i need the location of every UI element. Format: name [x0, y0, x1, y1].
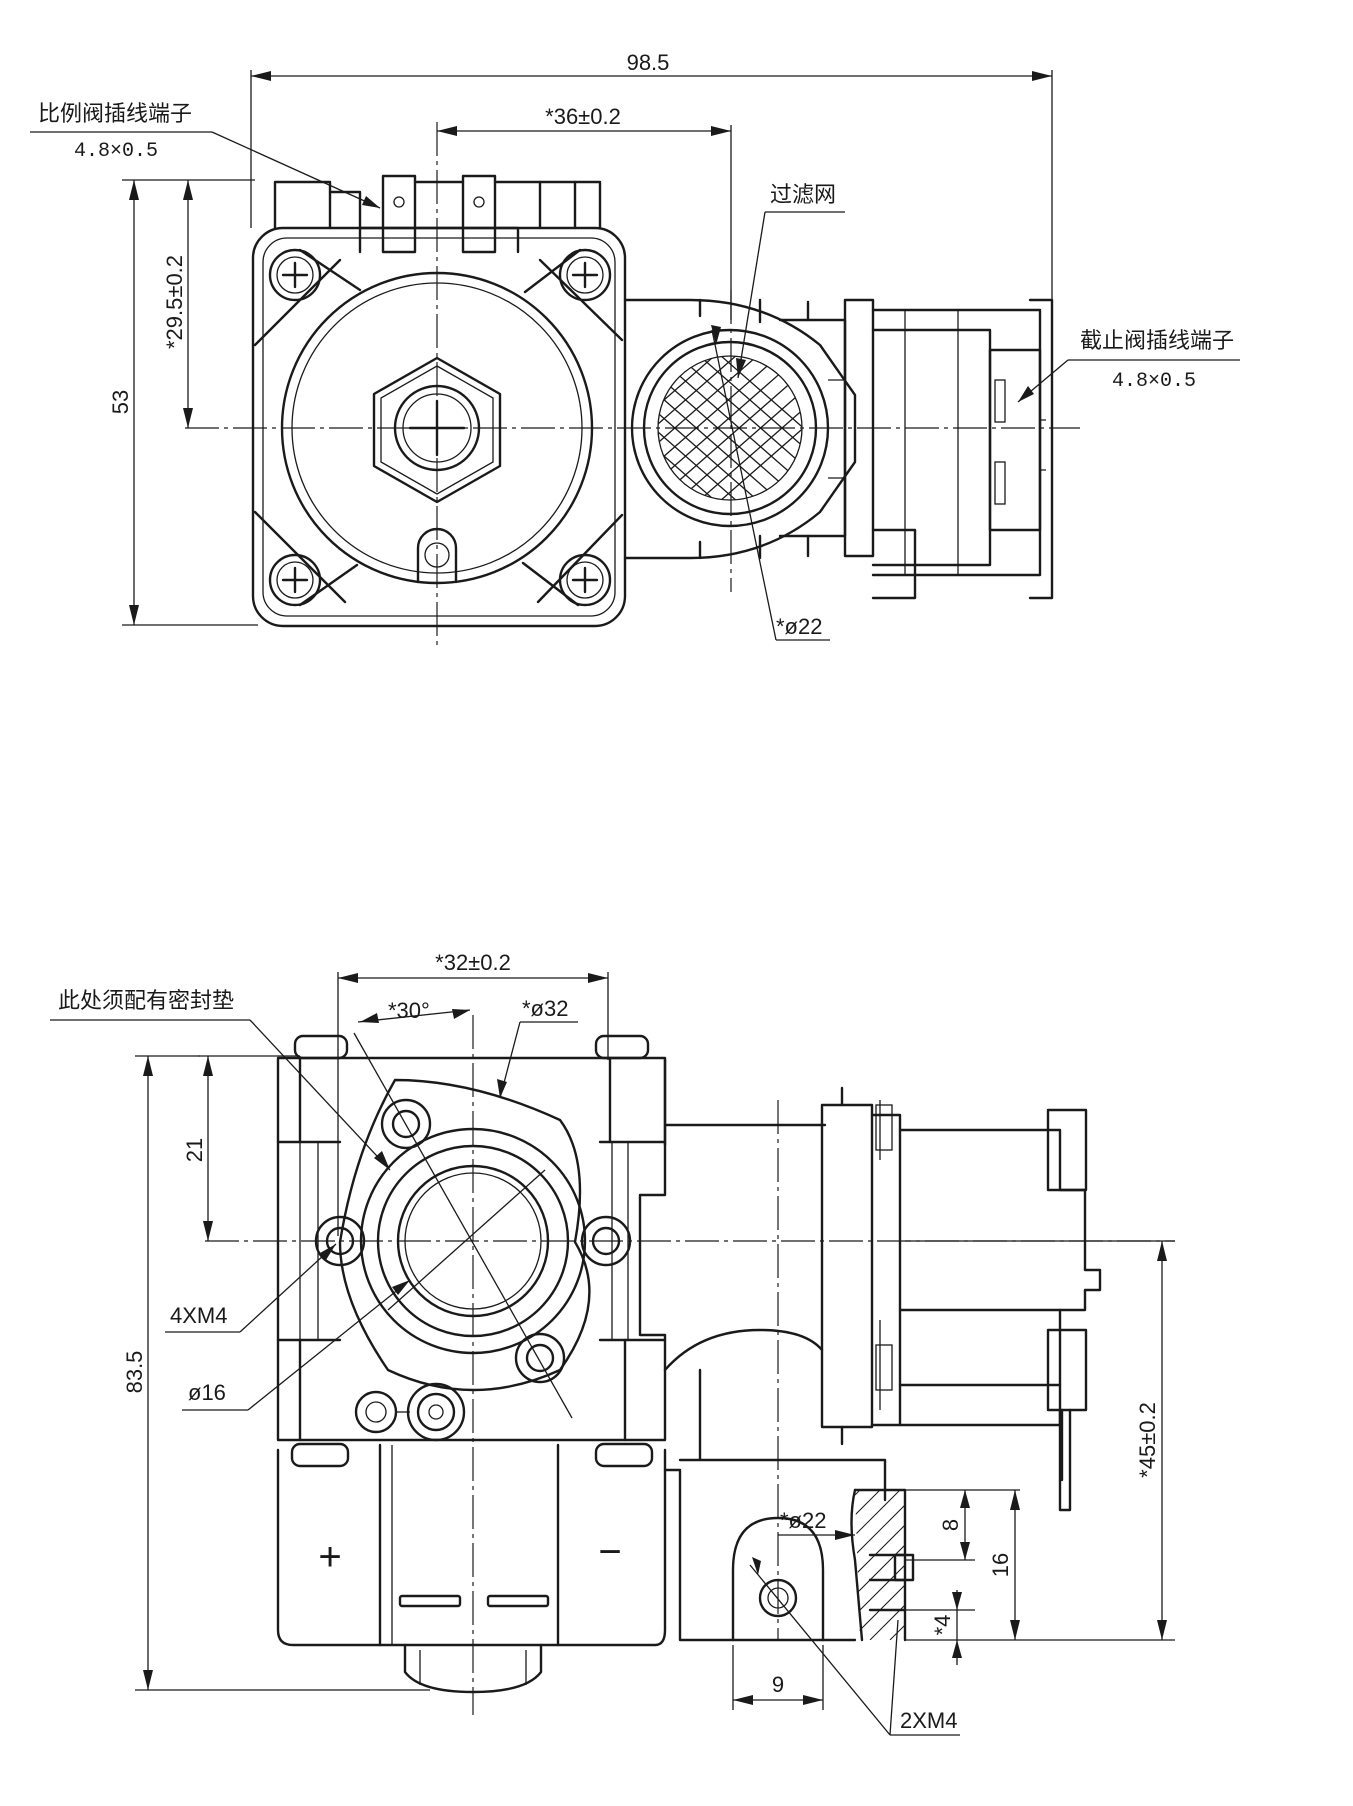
seal-callout: 此处须配有密封垫 [50, 988, 391, 1171]
dim-flange-dia: *ø32 [497, 996, 578, 1099]
dim-filter-dia-text: *ø22 [776, 614, 822, 639]
top-view: 98.5 *36±0.2 比例阀插线端子 4.8×0.5 53 [30, 50, 1240, 650]
dim-height-front: 83.5 [122, 1055, 430, 1691]
filter-callout: 过滤网 [736, 182, 845, 379]
shutoff-terminal-label: 截止阀插线端子 [1080, 328, 1234, 353]
screw-bottom-right [558, 553, 612, 607]
label-bore: ø16 [188, 1380, 226, 1405]
proportional-terminal-callout: 比例阀插线端子 4.8×0.5 [30, 101, 381, 209]
dim-flange-spacing-text: *32±0.2 [435, 950, 511, 975]
screw-top-right [558, 248, 612, 302]
dim-overall-width: 98.5 [250, 50, 1053, 300]
label-4xm4: 4XM4 [170, 1303, 227, 1328]
screw-top-left [268, 248, 322, 302]
dim-height-top: 53 [108, 179, 258, 626]
dim-center-spacing-text: *36±0.2 [545, 104, 621, 129]
proportional-terminal-label: 比例阀插线端子 [38, 101, 192, 126]
dim-flange-spacing: *32±0.2 [337, 950, 609, 1236]
dim-center-spacing: *36±0.2 [437, 104, 732, 320]
mounting-ear: 9 [731, 1516, 825, 1710]
dim-angle-text: *30° [388, 998, 430, 1023]
screw-bottom-left [268, 553, 322, 607]
dim-width-9-text: 9 [772, 1672, 784, 1697]
dim-depth-16-text: 16 [988, 1553, 1013, 1577]
dim-filter-dia: *ø22 [711, 325, 830, 641]
proportional-terminal-size: 4.8×0.5 [74, 140, 158, 163]
front-shutoff-assembly [663, 1086, 1102, 1642]
front-view: *32±0.2 *30° *ø32 此处须配有密封垫 [50, 950, 1175, 1736]
shutoff-terminal-size: 4.8×0.5 [1112, 370, 1196, 393]
dim-outlet-dia: *ø22 [778, 1508, 855, 1540]
dim-height-front-text: 83.5 [122, 1351, 147, 1394]
dim-depth-8-text: 8 [938, 1519, 963, 1531]
dim-angle: *30° [357, 998, 471, 1023]
dim-depth-4-text: *4 [930, 1615, 955, 1636]
label-2xm4: 2XM4 [900, 1708, 957, 1733]
dim-top-offset: 21 [182, 1055, 300, 1241]
polarity-minus: − [598, 1530, 621, 1574]
dim-flange-dia-text: *ø32 [522, 996, 568, 1021]
polarity-plus: + [318, 1535, 341, 1579]
dim-outlet-dia-text: *ø22 [780, 1508, 826, 1533]
seal-label: 此处须配有密封垫 [58, 988, 234, 1013]
shutoff-terminal-callout: 截止阀插线端子 4.8×0.5 [1017, 328, 1240, 403]
dim-top-offset-text: 21 [182, 1138, 207, 1162]
dim-depths: 8 16 *4 [905, 1489, 1020, 1665]
front-coil-housing: + − [276, 1443, 667, 1694]
proportional-valve-body [251, 226, 627, 628]
dim-overall-width-text: 98.5 [627, 50, 670, 75]
dim-outlet-spacing-text: *45±0.2 [1135, 1402, 1160, 1478]
filter-mesh [658, 356, 802, 500]
m4-callout: 4XM4 [165, 1243, 337, 1333]
m4-pair-callout: 2XM4 [749, 1557, 960, 1736]
front-valve-body [276, 1032, 667, 1468]
filter-label: 过滤网 [770, 182, 836, 207]
bore-callout: ø16 [182, 1279, 411, 1411]
dim-offset-top-text: *29.5±0.2 [162, 255, 187, 349]
proportional-terminal-block [273, 174, 602, 254]
shutoff-valve-coil [828, 298, 1054, 600]
outlet-section [850, 1488, 915, 1642]
dim-offset-top: *29.5±0.2 [162, 180, 193, 428]
dim-height-top-text: 53 [108, 390, 133, 414]
dim-outlet-spacing: *45±0.2 [905, 1240, 1175, 1641]
filter-housing [623, 298, 857, 560]
